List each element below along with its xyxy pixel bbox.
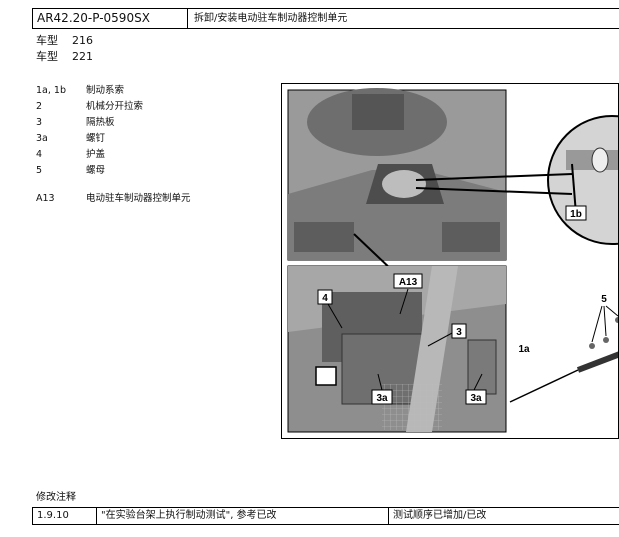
- label-3: 3: [456, 327, 462, 338]
- document-code: AR42.20-P-0590SX: [33, 9, 188, 28]
- label-1a: 1a: [518, 344, 530, 355]
- underbody-photo: [287, 88, 507, 273]
- brake-cable-detail: [509, 305, 618, 403]
- label-a13: A13: [399, 277, 418, 288]
- revision-description: 测试顺序已增加/已改: [393, 510, 487, 521]
- label-4: 4: [322, 293, 328, 304]
- figure-illustration: A13 4 3 3a 3a 1b 1a 5: [287, 88, 618, 433]
- revision-notes-table: 1.9.10 "在实验台架上执行制动测试", 参考已改 测试顺序已增加/已改: [32, 507, 619, 525]
- installation-figure: A13 4 3 3a 3a 1b 1a 5: [281, 83, 619, 439]
- label-5: 5: [601, 294, 607, 305]
- revision-version: 1.9.10: [33, 508, 97, 524]
- document-title: 拆卸/安装电动驻车制动器控制单元: [194, 13, 348, 24]
- document-header: AR42.20-P-0590SX 拆卸/安装电动驻车制动器控制单元: [32, 8, 619, 29]
- revision-change: "在实验台架上执行制动测试", 参考已改: [97, 508, 389, 524]
- warning-icon: [315, 366, 337, 386]
- label-3a-left: 3a: [376, 393, 388, 404]
- label-3a-right: 3a: [470, 393, 482, 404]
- revision-notes-title: 修改注释: [36, 492, 76, 503]
- label-1b: 1b: [570, 209, 582, 220]
